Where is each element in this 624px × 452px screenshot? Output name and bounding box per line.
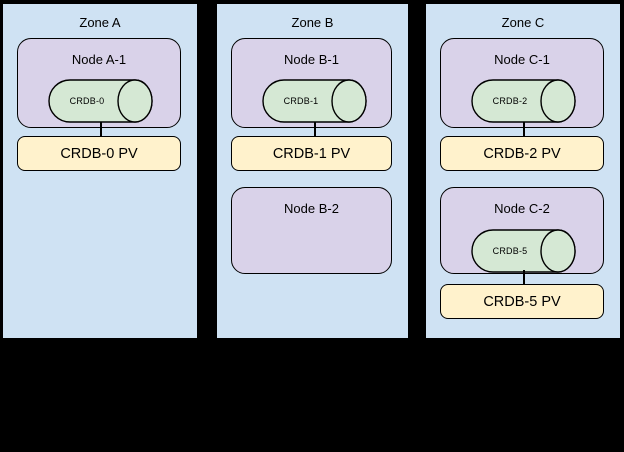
node-b-1: Node B-1 CRDB-1	[231, 38, 392, 128]
zone-c: Zone C Node C-1 CRDB-2 CRDB-2 PV Node C-…	[425, 3, 621, 339]
connector-crdb-5-to-pv	[523, 270, 525, 285]
zone-c-title: Zone C	[501, 15, 545, 30]
crdb-1-label: CRDB-1	[283, 96, 319, 106]
node-a-1-title: Node A-1	[71, 52, 127, 67]
node-b-2-title: Node B-2	[284, 201, 339, 216]
crdb-2-pv: CRDB-2 PV	[440, 136, 604, 171]
crdb-0-pv: CRDB-0 PV	[17, 136, 181, 171]
database-cylinder-icon	[48, 79, 153, 123]
node-c-2-title: Node C-2	[494, 201, 550, 216]
connector-crdb-2-to-pv	[523, 122, 525, 137]
zone-b: Zone B Node B-1 CRDB-1 CRDB-1 PV Node B-…	[216, 3, 409, 339]
zone-a: Zone A Node A-1 CRDB-0 CRDB-0 PV	[2, 3, 198, 339]
crdb-0-pv-label: CRDB-0 PV	[60, 145, 138, 162]
crdb-5-label: CRDB-5	[492, 246, 528, 256]
node-c-1: Node C-1 CRDB-2	[440, 38, 604, 128]
crdb-2-cylinder: CRDB-2	[471, 79, 576, 123]
crdb-1-pv-label: CRDB-1 PV	[272, 145, 351, 162]
crdb-5-cylinder: CRDB-5	[471, 229, 576, 273]
database-cylinder-icon	[262, 79, 367, 123]
crdb-0-cylinder: CRDB-0	[48, 79, 153, 123]
connector-crdb-0-to-pv	[100, 122, 102, 137]
node-a-1: Node A-1 CRDB-0	[17, 38, 181, 128]
crdb-5-pv-label: CRDB-5 PV	[483, 293, 561, 310]
node-b-1-title: Node B-1	[284, 52, 339, 67]
database-cylinder-icon	[471, 79, 576, 123]
database-cylinder-icon	[471, 229, 576, 273]
zone-b-title: Zone B	[291, 15, 334, 30]
node-b-2: Node B-2	[231, 187, 392, 274]
node-c-1-title: Node C-1	[494, 52, 550, 67]
crdb-5-pv: CRDB-5 PV	[440, 284, 604, 319]
zone-a-title: Zone A	[79, 15, 121, 30]
crdb-1-cylinder: CRDB-1	[262, 79, 367, 123]
node-c-2: Node C-2 CRDB-5	[440, 187, 604, 274]
crdb-1-pv: CRDB-1 PV	[231, 136, 392, 171]
crdb-0-label: CRDB-0	[69, 96, 105, 106]
crdb-2-pv-label: CRDB-2 PV	[483, 145, 561, 162]
connector-crdb-1-to-pv	[314, 122, 316, 137]
crdb-2-label: CRDB-2	[492, 96, 528, 106]
